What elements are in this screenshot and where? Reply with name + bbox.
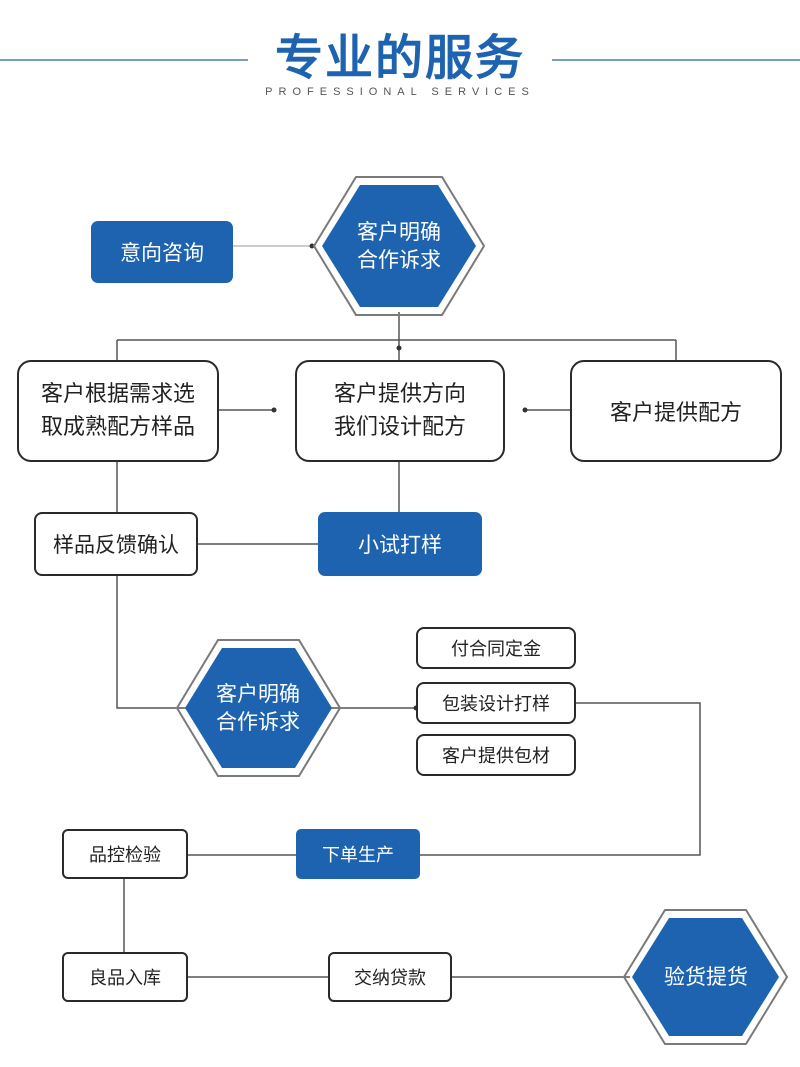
hexagon-icon [175, 639, 342, 777]
node-qc-inspection: 品控检验 [62, 829, 188, 879]
node-deposit: 付合同定金 [416, 627, 576, 669]
node-sample-feedback: 样品反馈确认 [34, 512, 198, 576]
hexagon-icon [622, 909, 789, 1045]
node-packaging-design: 包装设计打样 [416, 682, 576, 724]
node-provide-packaging: 客户提供包材 [416, 734, 576, 776]
node-clarify-mid: 客户明确 合作诉求 [216, 682, 300, 734]
node-consult: 意向咨询 [91, 221, 233, 283]
connector-dots [271, 243, 528, 711]
page-title: 专业的服务 [274, 30, 525, 86]
node-production: 下单生产 [296, 829, 420, 879]
node-inspect-pickup: 验货提货 [664, 965, 748, 989]
node-trial-sample: 小试打样 [318, 512, 482, 576]
node-payment: 交纳贷款 [328, 952, 452, 1002]
node-provide-direction: 客户提供方向 我们设计配方 [295, 360, 505, 462]
node-provide-formula: 客户提供配方 [570, 360, 782, 462]
node-clarify-top: 客户明确 合作诉求 [357, 220, 441, 272]
page-subtitle: PROFESSIONAL SERVICES [265, 86, 535, 98]
node-choose-sample: 客户根据需求选 取成熟配方样品 [17, 360, 219, 462]
hexagon-icon [312, 176, 486, 316]
node-warehousing: 良品入库 [62, 952, 188, 1002]
connectors [116, 245, 701, 978]
